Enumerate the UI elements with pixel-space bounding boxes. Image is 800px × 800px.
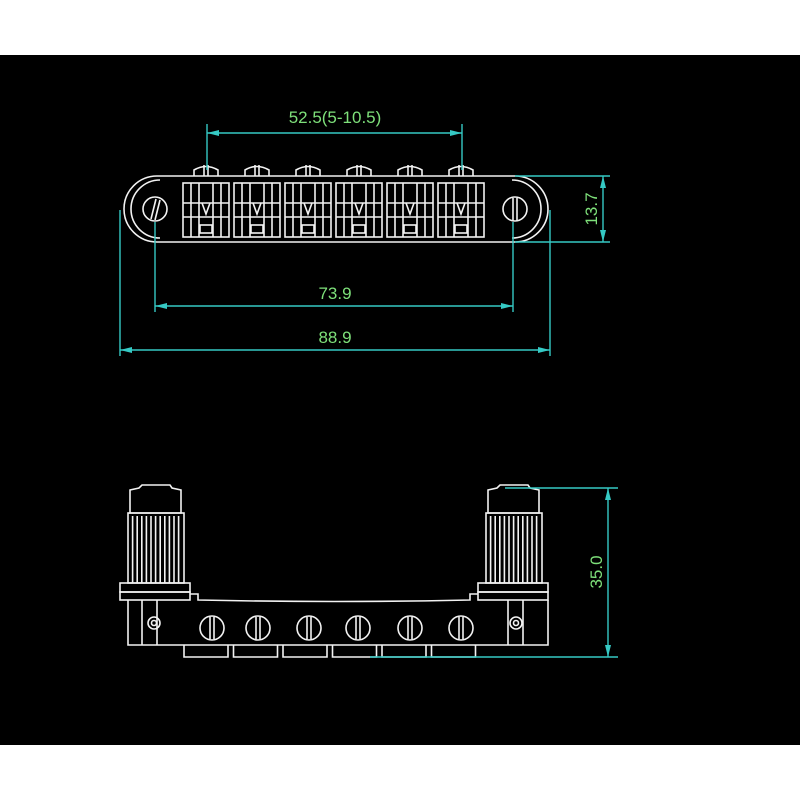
intonation-screw-head (295, 165, 321, 176)
saddle-screw (296, 615, 322, 641)
saddle-screw (397, 615, 423, 641)
bridge-body-front (127, 600, 549, 646)
intonation-screw-head (193, 165, 219, 176)
front-view (119, 484, 549, 658)
saddle-bottom (232, 645, 279, 658)
post-screw-left (142, 196, 168, 222)
dimension-height: 35.0 (370, 487, 618, 658)
dimension-string-spacing: 52.5(5-10.5) (206, 108, 463, 170)
saddle (437, 165, 485, 238)
saddle-screw (199, 615, 225, 641)
drawing-background (0, 55, 800, 745)
post-spacing-label: 73.9 (318, 284, 351, 303)
overall-length-label: 88.9 (318, 328, 351, 347)
saddle-bottom (331, 645, 378, 658)
post-screw-right (502, 196, 528, 222)
saddle-screw (345, 615, 371, 641)
saddle-bottom (282, 645, 328, 658)
saddle (335, 165, 383, 238)
saddle (233, 165, 281, 238)
saddle-screw (245, 615, 271, 641)
string-spacing-label: 52.5(5-10.5) (289, 108, 382, 127)
post-left (119, 484, 191, 601)
saddle-screw (448, 615, 474, 641)
dimension-width: 13.7 (515, 175, 610, 243)
saddle (284, 165, 332, 238)
height-label: 35.0 (587, 555, 606, 588)
dimension-post-spacing: 73.9 (154, 222, 514, 312)
saddle-bottom (183, 645, 229, 658)
post-right (477, 484, 549, 601)
intonation-screw-head (397, 165, 423, 176)
saddle (182, 165, 230, 238)
dimension-overall-length: 88.9 (119, 210, 551, 356)
intonation-screw-head (244, 165, 270, 176)
saddle (386, 165, 434, 238)
top-view (123, 165, 549, 243)
intonation-screw-head (346, 165, 372, 176)
width-label: 13.7 (582, 192, 601, 225)
intonation-screw-head (448, 165, 474, 176)
